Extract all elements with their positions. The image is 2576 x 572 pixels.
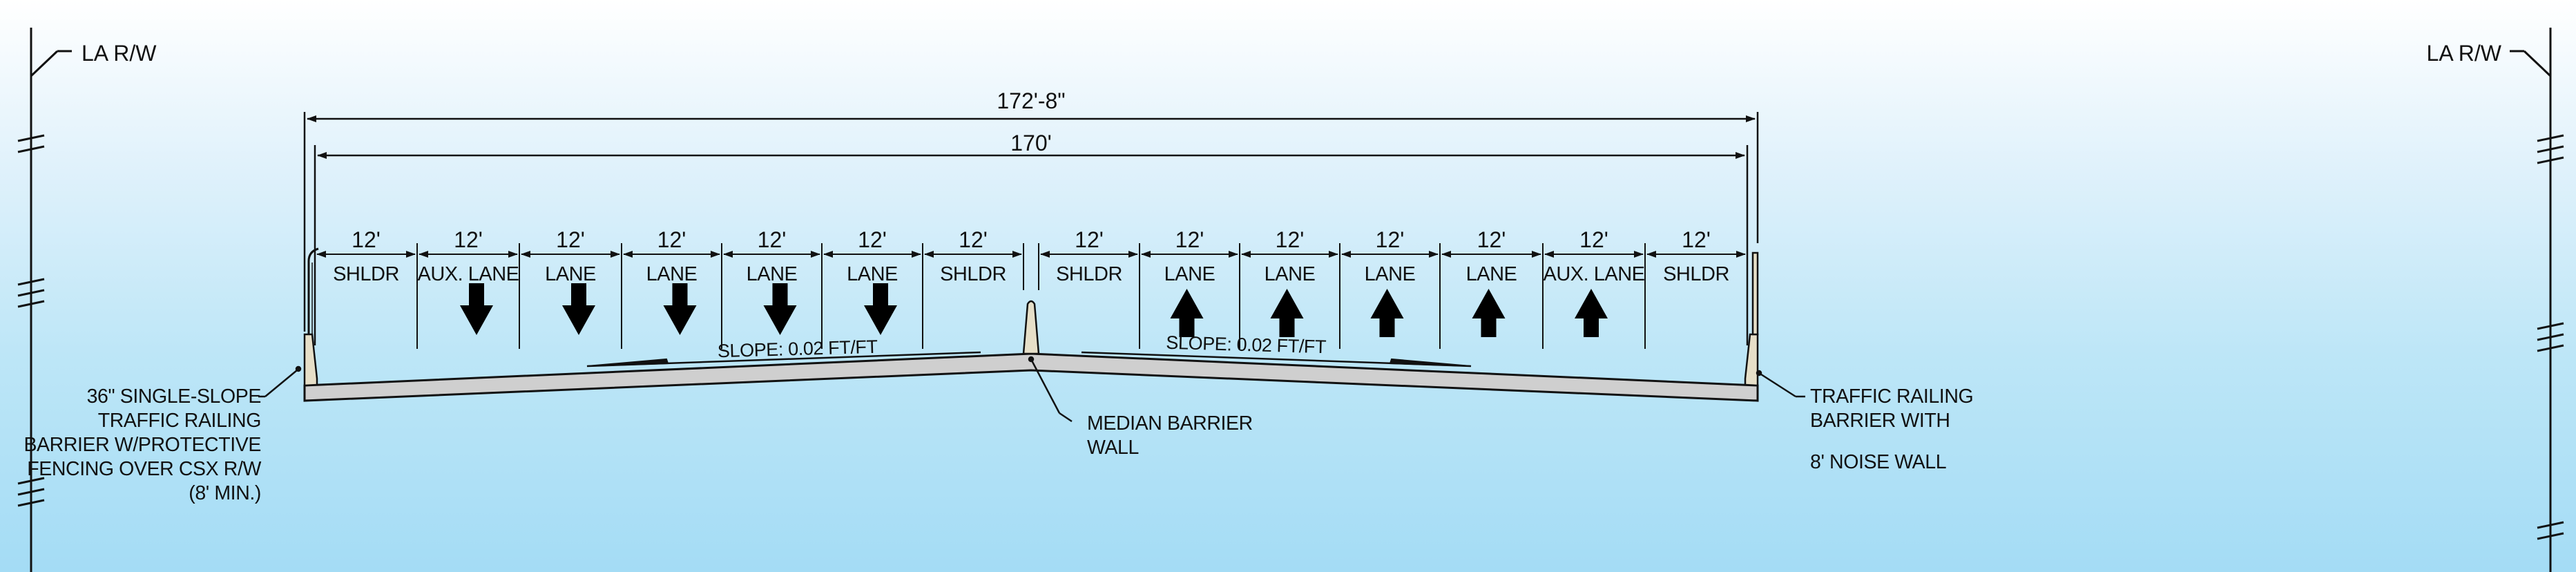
left-traffic-barrier [303, 333, 318, 387]
right-row-label: LA R/W [2427, 41, 2502, 66]
lane-width-label: 12' [858, 227, 887, 252]
lane-name-label: SHLDR [1056, 263, 1122, 285]
lane-width-label: 12' [1682, 227, 1711, 252]
right-noise-wall [1751, 251, 1759, 336]
lane-name-label: LANE [1466, 263, 1517, 285]
down-arrow-icon [864, 283, 897, 335]
lane-width-label: 12' [454, 227, 483, 252]
traffic-direction-arrows [460, 283, 1608, 337]
lane-name-label: AUX. LANE [418, 263, 519, 285]
median-callout-line-1: MEDIAN BARRIER [1087, 412, 1253, 435]
lane-width-label: 12' [959, 227, 988, 252]
left-callout-line-3: BARRIER W/PROTECTIVE [23, 434, 261, 456]
lane-name-label: SHLDR [1663, 263, 1729, 285]
left-callout-line-2: TRAFFIC RAILING [98, 410, 261, 432]
up-arrow-icon [1472, 289, 1506, 337]
left-slope-arrow [586, 351, 981, 368]
left-slope-label: SLOPE: 0.02 FT/FT [717, 336, 878, 361]
lane-dimension-string: 12' 12' 12' 12' 12' 12' 12' 12' 12' 12' 12' 12' 12' 1… [314, 227, 1748, 349]
left-callout-line-1: 36" SINGLE-SLOPE [87, 385, 261, 408]
lane-name-label: LANE [646, 263, 698, 285]
lane-width-label: 12' [1376, 227, 1405, 252]
overall-width-dimension [303, 112, 1759, 332]
right-traffic-barrier [1744, 333, 1759, 387]
lane-width-label: 12' [758, 227, 787, 252]
right-callout-line-2: BARRIER WITH [1810, 410, 1950, 432]
up-arrow-icon [1170, 289, 1204, 337]
down-arrow-icon [763, 283, 797, 335]
lane-name-label: LANE [545, 263, 596, 285]
lane-labels: SHLDR AUX. LANE LANE LANE LANE LANE SHLDR SHLDR… [333, 263, 1729, 285]
left-barrier-leader [258, 365, 302, 398]
median-barrier [1022, 300, 1040, 355]
left-protective-fence [307, 247, 319, 334]
left-callout-line-5: (8' MIN.) [189, 482, 261, 504]
lane-name-label: LANE [847, 263, 898, 285]
overall-width-label: 172'-8" [997, 88, 1065, 113]
lane-width-label: 12' [556, 227, 585, 252]
lane-width-label: 12' [1477, 227, 1506, 252]
lane-name-label: SHLDR [333, 263, 399, 285]
down-arrow-icon [460, 283, 493, 335]
lane-width-label: 12' [1075, 227, 1104, 252]
left-row-label: LA R/W [81, 41, 157, 66]
lane-width-label: 12' [1579, 227, 1608, 252]
lane-name-label: AUX. LANE [1544, 263, 1645, 285]
right-callout-line-3: 8' NOISE WALL [1810, 451, 1946, 473]
lane-width-label: 12' [1175, 227, 1204, 252]
median-callout: MEDIAN BARRIER WALL [1087, 412, 1253, 459]
up-arrow-icon [1370, 289, 1404, 337]
left-callout-line-4: FENCING OVER CSX R/W [27, 458, 261, 480]
inner-width-label: 170' [1010, 131, 1052, 155]
lane-name-label: LANE [1265, 263, 1316, 285]
lane-width-label: 12' [657, 227, 686, 252]
lane-name-label: SHLDR [940, 263, 1006, 285]
right-right-of-way-line [2510, 28, 2564, 572]
right-callout-line-1: TRAFFIC RAILING [1810, 385, 1973, 408]
right-barrier-callout: TRAFFIC RAILING BARRIER WITH 8' NOISE WA… [1810, 385, 1974, 473]
lane-name-label: LANE [1164, 263, 1215, 285]
up-arrow-icon [1575, 289, 1608, 337]
left-barrier-callout: 36" SINGLE-SLOPE TRAFFIC RAILING BARRIER… [23, 385, 261, 504]
median-leader [1028, 356, 1073, 423]
down-arrow-icon [562, 283, 595, 335]
lane-name-label: LANE [1365, 263, 1416, 285]
lane-name-label: LANE [747, 263, 798, 285]
lane-width-label: 12' [1276, 227, 1305, 252]
right-slope-arrow [1081, 351, 1472, 368]
lane-width-label: 12' [352, 227, 381, 252]
down-arrow-icon [663, 283, 697, 335]
up-arrow-icon [1270, 289, 1304, 337]
right-slope-label: SLOPE: 0.02 FT/FT [1166, 332, 1327, 357]
left-right-of-way-line [17, 28, 72, 572]
right-barrier-leader [1756, 370, 1805, 398]
median-callout-line-2: WALL [1087, 437, 1139, 459]
